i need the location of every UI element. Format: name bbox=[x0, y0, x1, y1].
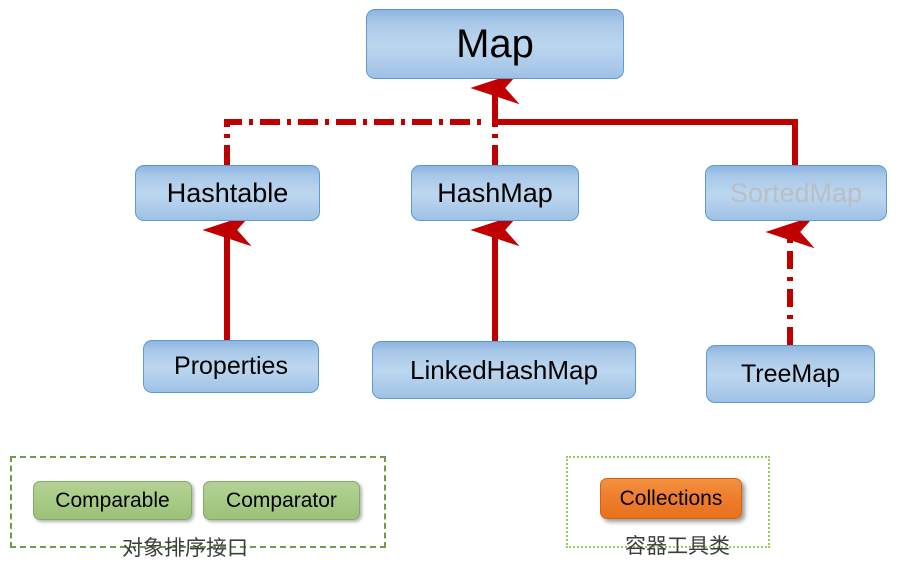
node-hashmap[interactable]: HashMap bbox=[411, 165, 579, 221]
edge-sortedmap-extends-map bbox=[470, 71, 798, 165]
chip-collections[interactable]: Collections bbox=[600, 478, 742, 519]
chip-comparator-label: Comparator bbox=[226, 489, 337, 512]
node-properties-label: Properties bbox=[174, 352, 288, 380]
node-sortedmap[interactable]: SortedMap bbox=[705, 165, 887, 221]
legend-caption-container-utility: 容器工具类 bbox=[625, 534, 730, 558]
legend-frame-container-utility bbox=[566, 456, 770, 548]
edge-hashtable-implements-map bbox=[224, 119, 487, 165]
chip-comparator[interactable]: Comparator bbox=[203, 481, 360, 520]
node-map[interactable]: Map bbox=[366, 9, 624, 79]
node-treemap-label: TreeMap bbox=[740, 359, 841, 388]
legend-caption-sorting-interfaces: 对象排序接口 bbox=[122, 536, 248, 560]
chip-comparable[interactable]: Comparable bbox=[33, 481, 192, 520]
node-hashtable-label: Hashtable bbox=[166, 177, 289, 208]
legend-frame-sorting-interfaces bbox=[10, 456, 386, 548]
node-linkedhashmap-label: LinkedHashMap bbox=[410, 355, 598, 385]
node-treemap[interactable]: TreeMap bbox=[706, 345, 875, 403]
node-map-label: Map bbox=[456, 22, 534, 66]
node-sortedmap-label: SortedMap bbox=[729, 177, 863, 208]
node-hashmap-label: HashMap bbox=[437, 177, 553, 208]
node-linkedhashmap[interactable]: LinkedHashMap bbox=[372, 341, 636, 399]
node-hashtable[interactable]: Hashtable bbox=[135, 165, 320, 221]
chip-collections-label: Collections bbox=[619, 487, 723, 510]
chip-comparable-label: Comparable bbox=[55, 489, 170, 512]
node-properties[interactable]: Properties bbox=[143, 340, 319, 393]
